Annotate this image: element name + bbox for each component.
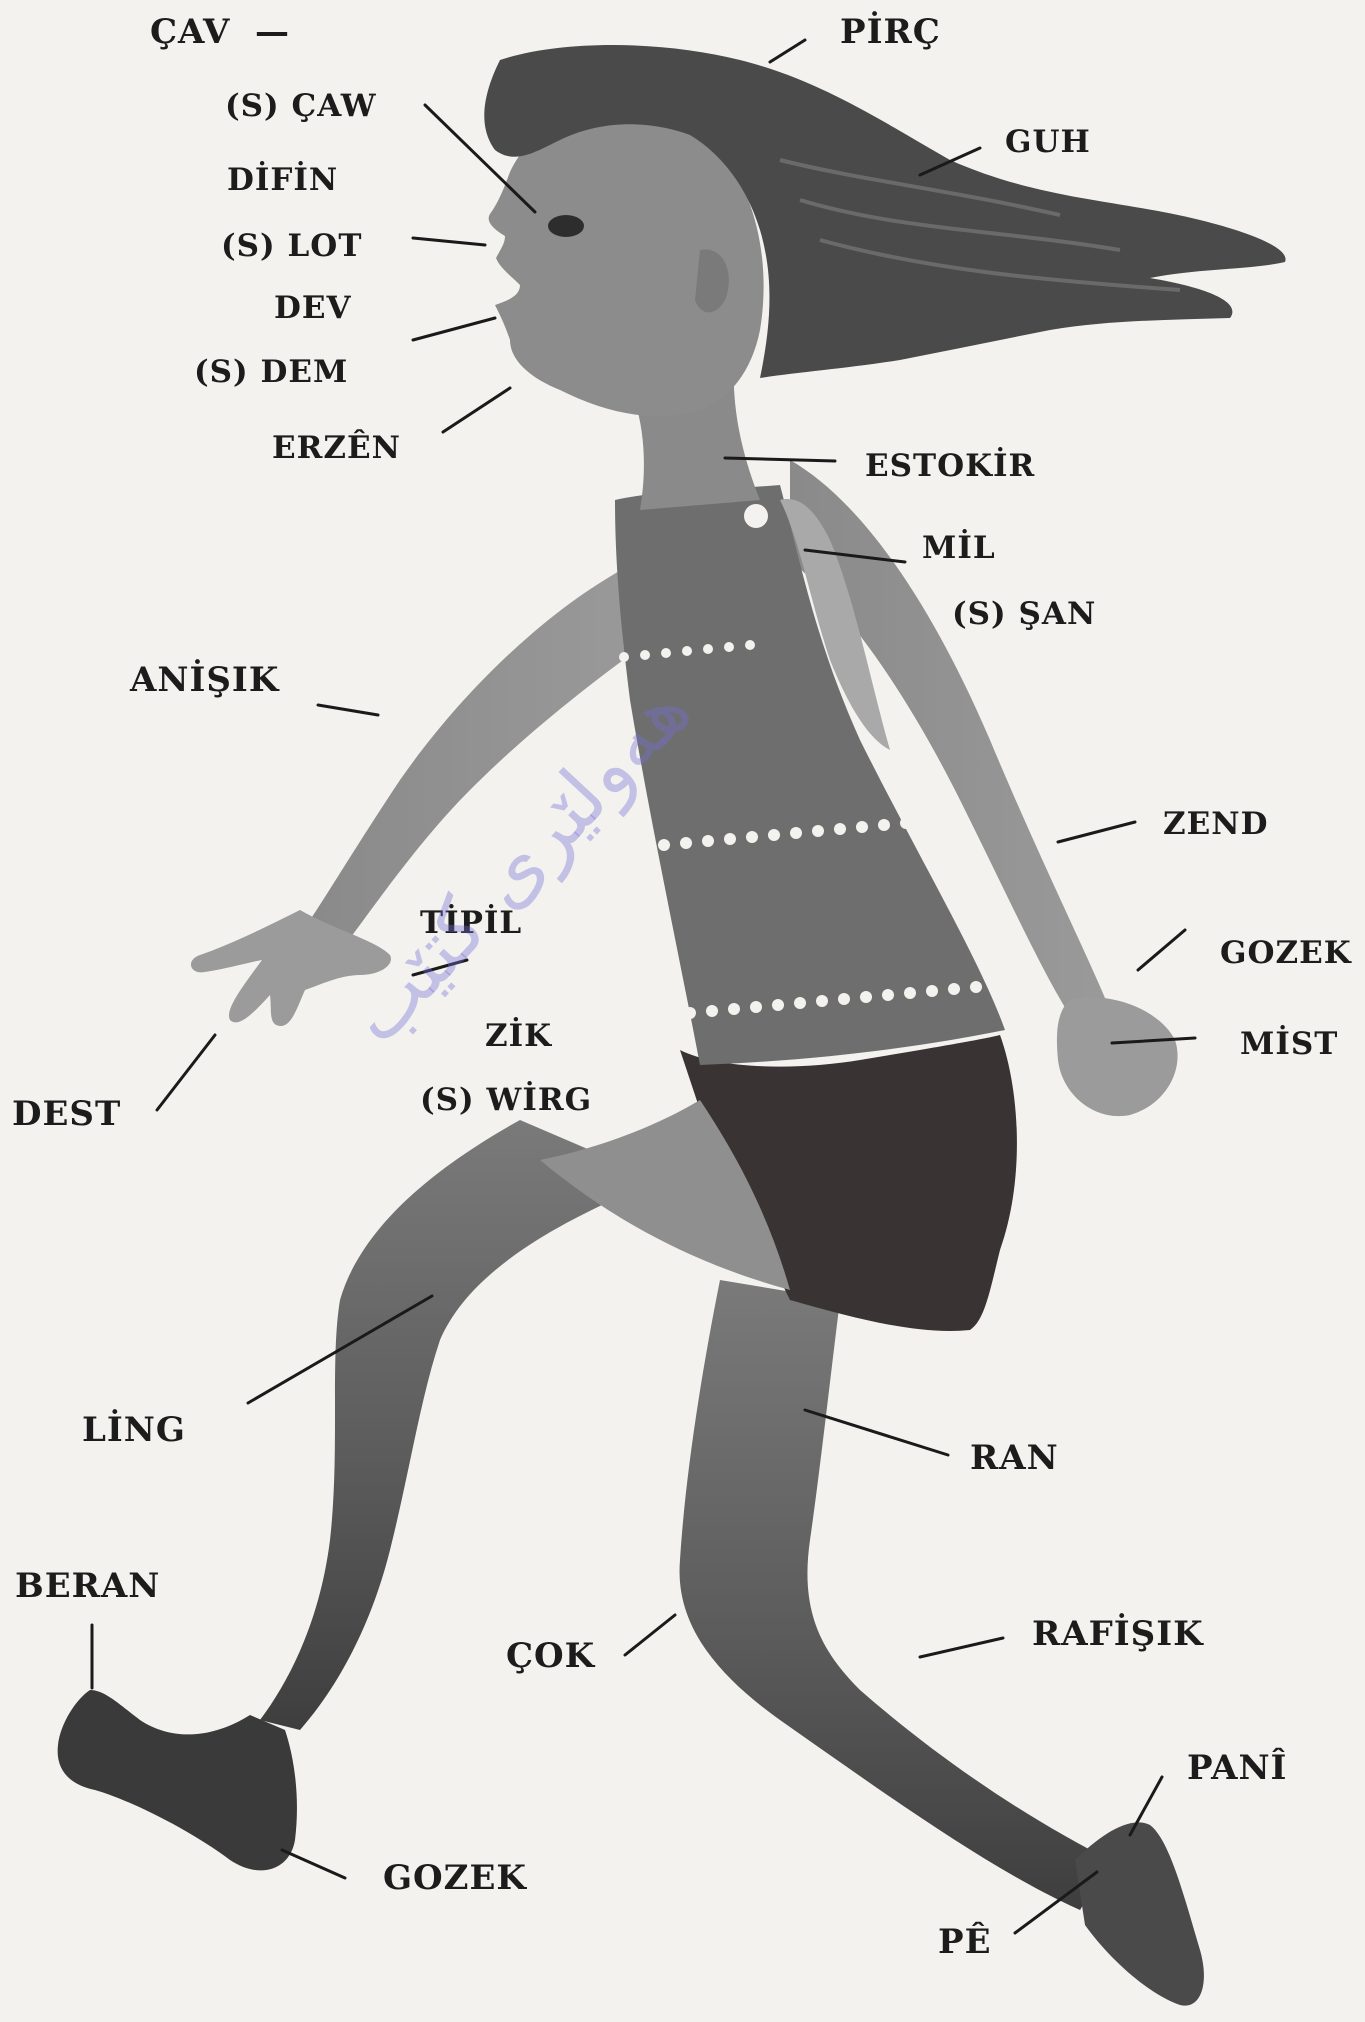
leader-dest [157,1035,215,1110]
label-pirc: PİRÇ [840,12,941,52]
label-cav: ÇAV [150,12,230,52]
label-pani: PANÎ [1187,1748,1287,1788]
label-wirg: (S) WİRG [420,1082,592,1118]
leader-erzen [443,388,510,432]
leader-dev [413,318,495,340]
label-mist: MİST [1240,1026,1338,1062]
label-gozek-wrist: GOZEK [1220,935,1352,971]
right-leg [680,1280,1110,1910]
label-guh: GUH [1005,124,1091,160]
label-ling: LİNG [82,1410,186,1450]
left-leg [260,1120,660,1730]
label-ran: RAN [970,1438,1059,1478]
label-zik: ZİK [485,1018,552,1054]
label-lot: (S) LOT [221,228,362,264]
label-caw: (S) ÇAW [225,88,377,124]
right-fist [1057,997,1178,1116]
leader-zend [1058,822,1135,842]
leader-ran [805,1410,948,1455]
left-foot [58,1690,297,1870]
label-cok: ÇOK [506,1636,595,1676]
label-dem: (S) DEM [194,354,348,390]
label-san: (S) ŞAN [952,596,1096,632]
leader-rafisik [920,1638,1003,1657]
leader-lot [413,238,485,245]
leader-gozek-wrist [1138,930,1185,970]
leader-pirc [770,40,805,62]
leader-cok [625,1615,675,1655]
right-foot [1075,1822,1204,2005]
label-mil: MİL [922,530,996,566]
label-dest: DEST [12,1094,121,1134]
eye [548,215,584,237]
label-anisik: ANİŞIK [130,660,279,700]
label-erzen: ERZÊN [272,430,401,466]
shoulder-button [744,504,768,528]
label-beran: BERAN [15,1566,160,1606]
leader-anisik [318,705,378,715]
label-dev: DEV [274,290,352,326]
leader-gozek-ankle [282,1850,345,1878]
label-zend: ZEND [1163,806,1268,842]
label-difin: DİFİN [227,162,338,198]
label-pe: PÊ [938,1922,991,1962]
label-rafisik: RAFİŞIK [1032,1614,1204,1654]
label-cav-dash: — [255,12,290,52]
label-estokir: ESTOKİR [865,448,1035,484]
label-gozek-ankle: GOZEK [383,1858,527,1898]
